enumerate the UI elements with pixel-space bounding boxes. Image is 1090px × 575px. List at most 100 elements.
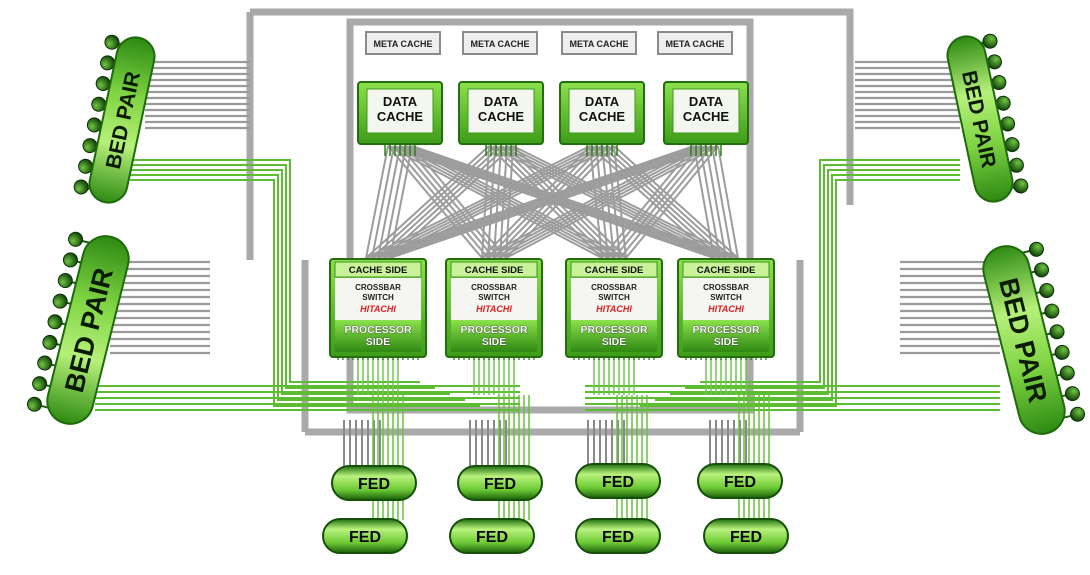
green-wire [130, 169, 450, 395]
cache-crossbar-link [589, 145, 715, 259]
fed-label: FED [484, 476, 516, 493]
cache-crossbar-link [371, 145, 395, 259]
bed-connector-ball [57, 273, 73, 289]
fed-label: FED [602, 529, 634, 546]
data-cache-line2: CACHE [683, 109, 730, 124]
fed-label: FED [730, 529, 762, 546]
cache-crossbar-link [711, 145, 733, 259]
bed-connector-ball [104, 34, 120, 50]
data-cache-line2: CACHE [579, 109, 626, 124]
cache-crossbar-link [393, 145, 489, 259]
cache-crossbar-link [377, 145, 707, 259]
bed-connector-ball [62, 252, 78, 268]
bed-connector-ball [47, 314, 63, 330]
crossbar-label: CROSSBAR [591, 283, 637, 292]
cache-side-label: CACHE SIDE [697, 265, 756, 276]
meta-cache-label: META CACHE [471, 39, 530, 49]
fed-module: FED [697, 463, 783, 499]
crossbar-label: CROSSBAR [355, 283, 401, 292]
fed-module: FED [322, 518, 408, 554]
meta-cache-label: META CACHE [570, 39, 629, 49]
data-cache-line2: CACHE [377, 109, 424, 124]
bed-connector-ball [73, 179, 89, 195]
data-cache-chip: DATA CACHE [357, 81, 443, 145]
cache-crossbar-link [601, 145, 695, 259]
crossbar-switch: CACHE SIDE CROSSBAR SWITCH HITACHI PROCE… [565, 258, 663, 358]
crossbar-switch: CACHE SIDE CROSSBAR SWITCH HITACHI PROCE… [329, 258, 427, 358]
fed-module: FED [457, 465, 543, 501]
fed-module: FED [331, 465, 417, 501]
fed-module: FED [575, 463, 661, 499]
meta-cache-box [657, 31, 733, 55]
bed-connector-ball [68, 231, 84, 247]
meta-cache-box [462, 31, 538, 55]
data-cache-line1: DATA [689, 94, 724, 109]
fed-module: FED [449, 518, 535, 554]
bed-connector-ball [1034, 262, 1050, 278]
processor-side-line2: SIDE [714, 336, 739, 348]
crossbar-label: CROSSBAR [471, 283, 517, 292]
cache-crossbar-link [371, 145, 701, 259]
switch-label: SWITCH [710, 293, 742, 302]
hitachi-logo: HITACHI [476, 304, 512, 314]
green-wire [130, 164, 435, 389]
processor-side-line2: SIDE [602, 336, 627, 348]
cache-crossbar-link [693, 145, 715, 259]
inner-frame [346, 18, 754, 414]
cache-crossbar-link [717, 145, 739, 259]
cache-crossbar-link [595, 145, 721, 259]
bed-connector-ball [1013, 178, 1029, 194]
cache-side-label: CACHE SIDE [585, 265, 644, 276]
cache-crossbar-link [499, 145, 713, 259]
data-cache-chip: DATA CACHE [458, 81, 544, 145]
fed-module: FED [703, 518, 789, 554]
switch-label: SWITCH [478, 293, 510, 302]
cache-crossbar-link [377, 145, 603, 259]
meta-cache-label: META CACHE [666, 39, 725, 49]
cache-crossbar-link [481, 145, 695, 259]
cache-crossbar-link [387, 145, 483, 259]
cache-crossbar-link [500, 145, 615, 259]
green-wire [130, 179, 480, 407]
meta-cache-box [561, 31, 637, 55]
bed-connector-ball [1059, 365, 1075, 381]
hitachi-logo: HITACHI [708, 304, 744, 314]
processor-side-line1: PROCESSOR [580, 324, 648, 336]
cache-crossbar-link [371, 145, 496, 259]
cache-crossbar-link [365, 145, 591, 259]
processor-side-line2: SIDE [366, 336, 391, 348]
data-cache-line1: DATA [484, 94, 519, 109]
green-wire [670, 169, 960, 395]
cache-side-label: CACHE SIDE [465, 265, 524, 276]
bed-connector-ball [1064, 386, 1080, 402]
fed-label: FED [358, 476, 390, 493]
green-wire [130, 159, 420, 383]
cache-crossbar-link [377, 145, 401, 259]
meta-cache-group: META CACHE META CACHE META CACHE META CA… [365, 31, 733, 55]
cache-crossbar-link [705, 145, 727, 259]
hitachi-logo: HITACHI [596, 304, 632, 314]
processor-side-line1: PROCESSOR [692, 324, 760, 336]
bed-pair: BED PAIR [946, 33, 1029, 203]
switch-label: SWITCH [362, 293, 394, 302]
cache-side-label: CACHE SIDE [349, 265, 408, 276]
meta-cache-label: META CACHE [374, 39, 433, 49]
bed-connector-ball [982, 33, 998, 49]
gray-backplane [110, 8, 1000, 467]
bed-connector-ball [1070, 406, 1086, 422]
processor-side-line1: PROCESSOR [460, 324, 528, 336]
fed-label: FED [602, 474, 634, 491]
processor-side-line2: SIDE [482, 336, 507, 348]
bed-connector-ball [26, 396, 42, 412]
bed-connector-ball [1028, 241, 1044, 257]
bed-connector-ball [42, 334, 58, 350]
data-cache-group: DATA CACHE DATA CACHE DATA CACHE DATA CA… [357, 81, 749, 145]
green-wire [685, 164, 960, 389]
bed-pair: BED PAIR [982, 241, 1086, 435]
cache-crossbar-link [371, 145, 597, 259]
hitachi-logo: HITACHI [360, 304, 396, 314]
green-wire [640, 179, 960, 407]
data-cache-line2: CACHE [478, 109, 525, 124]
cache-crossbar-link [365, 145, 695, 259]
